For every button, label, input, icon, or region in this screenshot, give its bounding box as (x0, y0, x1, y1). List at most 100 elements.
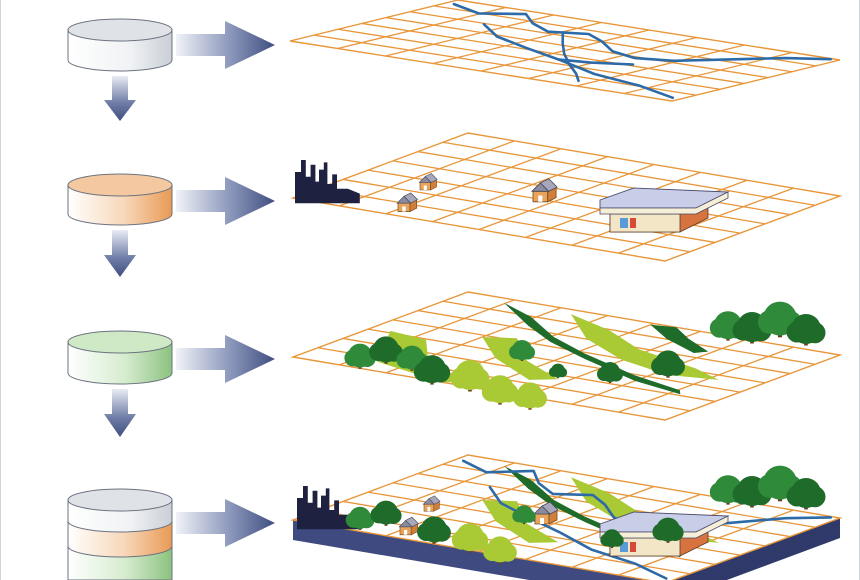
city-skyline-icon (295, 160, 360, 204)
tree-icon (757, 301, 803, 338)
tree-crown (609, 367, 623, 382)
grid-line (433, 5, 817, 67)
tree-crown (652, 523, 670, 541)
tree-crown (396, 351, 414, 369)
house-icon (530, 178, 558, 203)
house-icon (398, 516, 419, 536)
grid-line (317, 188, 691, 253)
tree-crown (804, 322, 826, 344)
grid-line (442, 300, 816, 365)
house-icon (422, 495, 441, 512)
tree-icon (451, 523, 489, 553)
tree-crown (468, 368, 490, 390)
tree-icon (417, 516, 451, 544)
vegetation-corridor (503, 302, 681, 395)
building-icon (599, 187, 730, 233)
grid-line (339, 140, 515, 207)
house-icon (418, 173, 438, 191)
tree-crown (597, 367, 611, 381)
grid-line (478, 163, 655, 231)
tree-crown (557, 367, 568, 378)
tree-icon (413, 355, 451, 385)
down-arrow-icon-3 (104, 389, 136, 437)
map-plane-vegetation (290, 291, 843, 421)
house-roof-side (539, 178, 558, 192)
tree-crown (732, 483, 754, 505)
house-door (427, 507, 431, 512)
river-line (488, 485, 668, 580)
grid-line (385, 14, 554, 57)
house-icon (396, 192, 419, 213)
tree-crown (481, 382, 502, 402)
tree-crown (548, 367, 559, 377)
tree-crown (513, 388, 532, 408)
map-plane-hydrography (289, 0, 841, 102)
building-eave (599, 191, 729, 215)
grid-line (337, 28, 721, 90)
tree-crown (369, 342, 388, 362)
left-frame-line (0, 0, 1, 580)
house-roof-side (403, 192, 419, 204)
map-plane-composite (290, 454, 843, 580)
tree-icon (652, 517, 684, 543)
tree-icon (786, 314, 826, 346)
tree-crown (498, 543, 517, 562)
grid-line (442, 463, 816, 528)
vegetation-patch-light (570, 477, 719, 543)
tree-crown (804, 486, 826, 508)
tree-icon (509, 340, 535, 361)
grid-line (576, 44, 745, 87)
tree-crown (509, 345, 523, 359)
tree-icon (597, 362, 623, 383)
tree-crown (709, 482, 730, 502)
house-door (423, 185, 427, 190)
grid (290, 132, 843, 262)
house-door (402, 206, 406, 212)
tree-crown (709, 318, 730, 338)
vegetation-patch-light (570, 314, 719, 380)
grid-line (442, 141, 816, 206)
tree-crown (732, 319, 754, 341)
grid-line (417, 150, 791, 216)
tree-icon (786, 478, 826, 510)
tree-crown (468, 530, 489, 551)
building-door (630, 218, 636, 228)
skyline-silhouette (297, 486, 362, 530)
tree-crown (666, 524, 684, 541)
tree-icon (600, 529, 624, 549)
database-cylinder-icon-composite (67, 488, 173, 580)
house-roof-side (405, 516, 419, 528)
tree-crown (345, 512, 362, 528)
house-door (540, 518, 544, 524)
tree-crown (451, 530, 472, 550)
building-window (620, 218, 628, 228)
river-line (452, 2, 832, 63)
tree-icon (370, 500, 402, 526)
tree-crown (786, 485, 808, 507)
grid-line (618, 187, 794, 254)
tree-crown (370, 506, 388, 524)
grid-line (361, 22, 745, 85)
tree-icon (548, 363, 568, 379)
tree-crown (413, 362, 434, 382)
tree-crown (430, 362, 451, 383)
building-eave (599, 515, 729, 539)
tree-crown (666, 357, 685, 376)
tree-crown (786, 321, 808, 343)
down-arrow-icon-1 (104, 76, 136, 121)
right-arrow-icon-2 (176, 177, 275, 225)
tree-crown (528, 389, 547, 408)
tree-icon (512, 505, 536, 525)
tree-crown (600, 533, 613, 547)
grid-line (385, 16, 769, 79)
house-roof-side (541, 501, 559, 515)
tree-crown (512, 509, 525, 523)
skyline-silhouette (295, 160, 360, 204)
tree-crown (611, 534, 624, 547)
house-door (538, 195, 543, 202)
tree-crown (432, 523, 451, 542)
tree-crown (651, 356, 670, 376)
grid-line (432, 156, 608, 223)
tree-icon (651, 350, 685, 378)
